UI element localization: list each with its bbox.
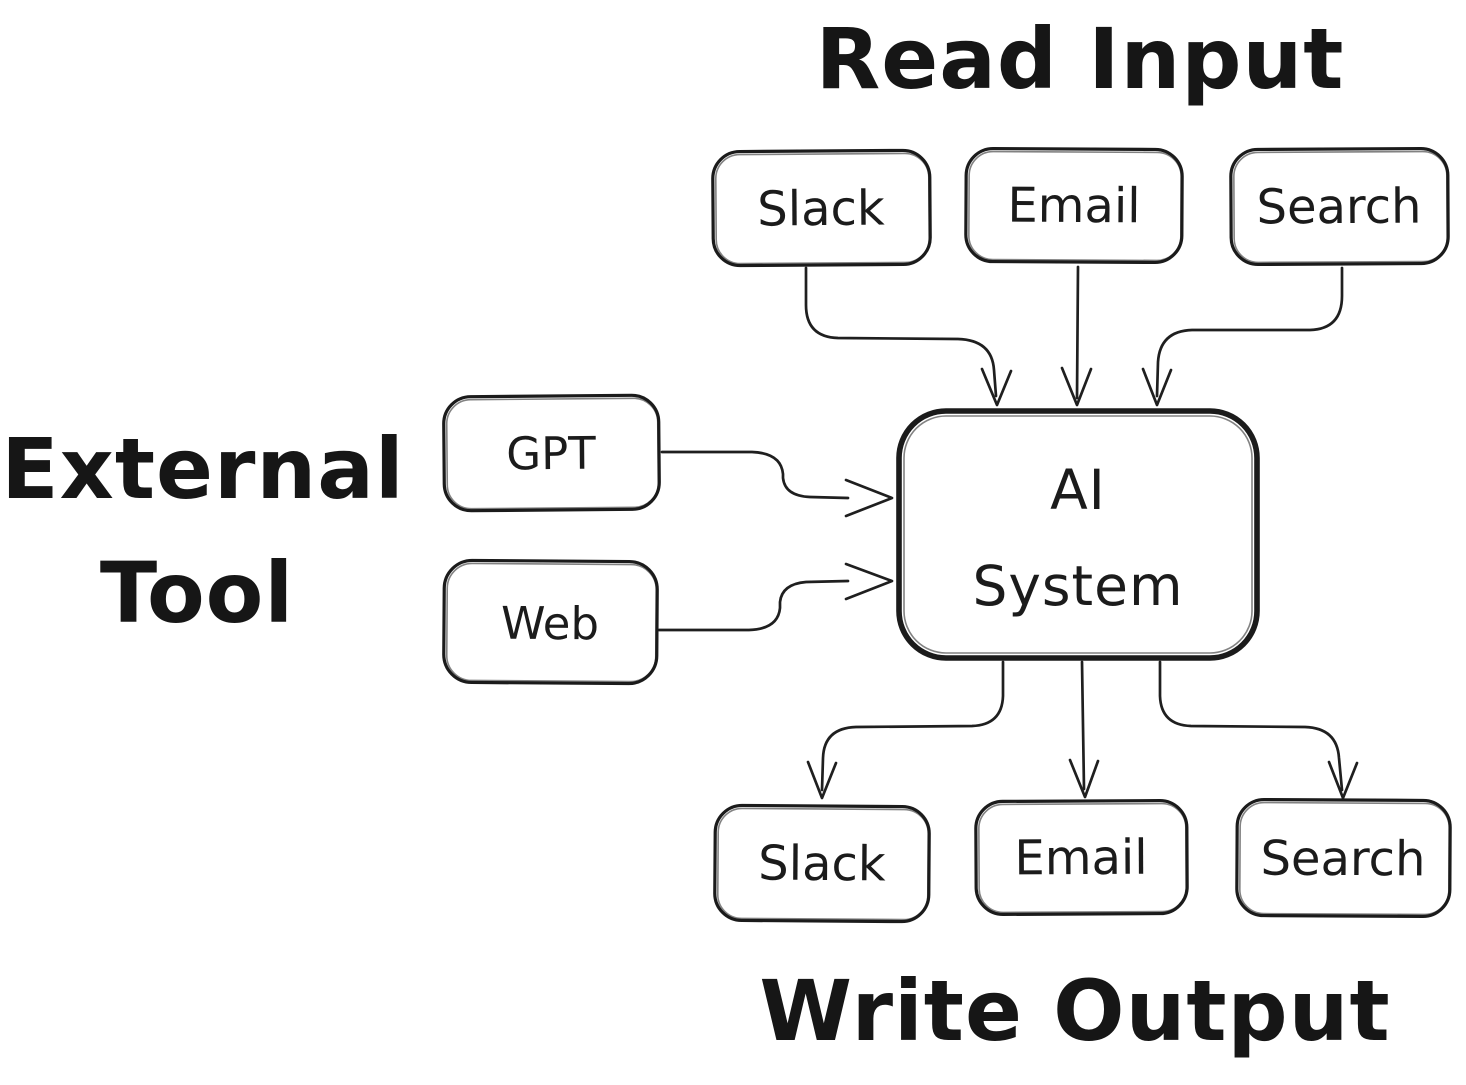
node-ai-system: AI System — [896, 408, 1260, 661]
node-label-line2: System — [972, 554, 1183, 618]
node-output-search: Search — [1235, 797, 1452, 919]
arrowhead-down-icon — [1068, 758, 1100, 799]
edge-input-slack-to-ai — [804, 266, 1013, 407]
node-output-email: Email — [974, 798, 1189, 917]
edge-web-to-ai — [657, 562, 894, 632]
edge-input-search-to-ai — [1141, 266, 1344, 407]
node-label-line1: AI — [1050, 458, 1106, 522]
arrowhead-right-icon — [844, 478, 894, 518]
node-web: Web — [442, 558, 659, 686]
read-input-title: Read Input — [816, 10, 1345, 108]
node-label: Email — [1007, 178, 1140, 235]
node-label: Search — [1256, 179, 1421, 236]
node-label: Slack — [757, 181, 885, 238]
write-output-title: Write Output — [759, 962, 1390, 1060]
arrowhead-down-icon — [980, 367, 1013, 407]
arrowhead-down-icon — [1141, 367, 1173, 407]
node-label: Email — [1014, 830, 1147, 887]
external-tool-title-line2: Tool — [100, 544, 294, 642]
node-label: Web — [501, 597, 599, 651]
node-input-slack: Slack — [711, 148, 932, 268]
node-label: GPT — [506, 427, 596, 481]
edge-gpt-to-ai — [660, 450, 894, 518]
edge-ai-to-output-search — [1158, 660, 1359, 800]
node-gpt: GPT — [442, 393, 661, 513]
arrowhead-down-icon — [806, 760, 838, 800]
node-label: Slack — [758, 836, 886, 893]
edge-input-email-to-ai — [1060, 265, 1093, 407]
arrowhead-right-icon — [844, 562, 894, 601]
node-label: Search — [1260, 831, 1425, 888]
external-tool-title-line1: External — [1, 420, 404, 518]
external-tool-title: External Tool — [1, 420, 404, 642]
node-input-email: Email — [964, 146, 1184, 265]
edge-ai-to-output-slack — [806, 660, 1005, 800]
arrowhead-down-icon — [1060, 366, 1093, 407]
node-input-search: Search — [1229, 146, 1450, 267]
node-output-slack: Slack — [713, 803, 931, 924]
edge-ai-to-output-email — [1068, 660, 1100, 799]
arrowhead-down-icon — [1327, 760, 1359, 800]
